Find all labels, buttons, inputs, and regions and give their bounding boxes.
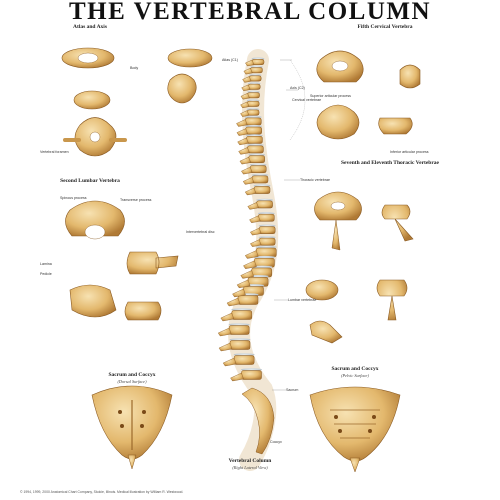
label-thoracic: Thoracic vertebrae bbox=[300, 178, 330, 182]
section-sacrum-pelvic-sub: (Pelvic Surface) bbox=[341, 373, 369, 378]
copyright-footer: © 1994, 1999, 2000 Anatomical Chart Comp… bbox=[20, 490, 184, 494]
label-vertebral-foramen: Vertebral foramen bbox=[40, 150, 69, 154]
atlas-vertebra bbox=[61, 47, 213, 110]
spinous-process bbox=[241, 166, 253, 175]
vertebral-body bbox=[229, 340, 251, 350]
section-thoracic: Seventh and Eleventh Thoracic Vertebrae bbox=[341, 160, 439, 166]
label-axis: Axis (C2) bbox=[290, 86, 305, 90]
label-superior-art: Superior articular process bbox=[310, 94, 351, 98]
vertebral-body bbox=[245, 126, 262, 135]
vertebral-body bbox=[245, 117, 262, 126]
vertebral-body bbox=[237, 295, 259, 305]
intervertebral-disc bbox=[233, 353, 255, 356]
spinous-process bbox=[242, 76, 252, 83]
label-inferior-art: Inferior articular process bbox=[390, 150, 429, 154]
vertebral-body bbox=[233, 355, 255, 365]
vertebral-column bbox=[217, 49, 279, 471]
vertebral-body bbox=[249, 165, 267, 174]
label-lumbar: Lumbar vertebrae bbox=[288, 298, 317, 302]
label-spinous: Spinous process bbox=[60, 196, 87, 200]
spinous-process bbox=[240, 101, 250, 109]
spinous-process bbox=[237, 137, 249, 146]
label-atlas: Atlas (C1) bbox=[222, 58, 238, 62]
spinous-process bbox=[243, 260, 257, 269]
sacrum-pelvic bbox=[309, 386, 401, 473]
spinous-process bbox=[217, 327, 232, 337]
label-cervical: Cervical vertebrae bbox=[292, 98, 322, 102]
spinous-process bbox=[240, 110, 250, 117]
spinous-process bbox=[239, 156, 251, 165]
spinous-process bbox=[230, 372, 244, 382]
intervertebral-disc bbox=[241, 368, 263, 371]
label-body: Body bbox=[130, 66, 139, 70]
axis-vertebra bbox=[63, 117, 127, 157]
vertebral-body bbox=[256, 200, 273, 209]
intervertebral-disc bbox=[231, 308, 253, 311]
spinous-process bbox=[226, 297, 241, 307]
label-sacrum: Sacrum bbox=[286, 388, 299, 392]
vertebral-body bbox=[253, 186, 271, 194]
spinous-process bbox=[241, 84, 251, 92]
second-lumbar-vertebra bbox=[65, 200, 179, 321]
spinous-process bbox=[244, 187, 257, 196]
spinous-process bbox=[250, 239, 262, 247]
label-coccyx: Coccyx bbox=[270, 440, 282, 444]
section-column: Vertebral Column bbox=[228, 458, 272, 464]
spinous-process bbox=[220, 312, 235, 322]
sacrum bbox=[241, 387, 275, 455]
vertebral-body bbox=[241, 370, 262, 380]
spinous-process bbox=[245, 59, 255, 67]
intervertebral-disc bbox=[253, 255, 275, 259]
intervertebral-disc bbox=[255, 245, 277, 249]
vertebral-body bbox=[251, 175, 269, 184]
leader-lines bbox=[272, 59, 306, 391]
thoracic-vertebrae bbox=[305, 191, 414, 344]
spinous-process bbox=[250, 227, 262, 236]
spinous-process bbox=[238, 147, 250, 155]
vertebral-body bbox=[246, 136, 263, 144]
vertebral-body bbox=[247, 145, 264, 154]
vertebral-body bbox=[258, 226, 276, 234]
spinous-process bbox=[232, 288, 246, 298]
section-atlas-axis: Atlas and Axis bbox=[73, 24, 107, 30]
sacrum-dorsal bbox=[91, 385, 173, 470]
vertebral-body bbox=[258, 213, 275, 222]
vertebral-body bbox=[256, 247, 277, 258]
spinous-process bbox=[240, 92, 250, 100]
label-pedicle: Pedicle bbox=[40, 272, 52, 276]
spinous-process bbox=[222, 357, 237, 367]
intervertebral-disc bbox=[228, 323, 250, 326]
label-transverse: Transverse process bbox=[120, 198, 152, 202]
spinous-process bbox=[243, 67, 253, 75]
spinous-process bbox=[249, 215, 261, 223]
page-title: THE VERTEBRAL COLUMN bbox=[68, 0, 432, 25]
intervertebral-disc bbox=[229, 338, 251, 341]
vertebral-body bbox=[228, 325, 250, 335]
label-intervertebral: Intervertebral disc bbox=[186, 230, 215, 234]
spinous-process bbox=[236, 119, 248, 127]
section-sacrum-dorsal: Sacrum and Coccyx bbox=[108, 372, 156, 378]
section-sacrum-pelvic: Sacrum and Coccyx bbox=[331, 366, 379, 372]
spinous-process bbox=[236, 279, 251, 289]
vertebral-body bbox=[258, 237, 276, 246]
section-second-lumbar: Second Lumbar Vertebra bbox=[60, 178, 120, 184]
fifth-cervical-vertebra bbox=[316, 50, 421, 140]
vertebral-body bbox=[248, 155, 265, 164]
section-column-sub: (Right Lateral View) bbox=[232, 465, 268, 470]
section-sacrum-dorsal-sub: (Dorsal Surface) bbox=[117, 379, 147, 384]
section-fifth-cervical: Fifth Cervical Vertebra bbox=[357, 24, 413, 30]
spinous-process bbox=[236, 128, 248, 136]
label-lamina: Lamina bbox=[40, 262, 52, 266]
spinous-process bbox=[218, 342, 233, 352]
spinous-process bbox=[242, 177, 255, 185]
spinous-process bbox=[247, 202, 259, 210]
spinous-process bbox=[244, 250, 259, 259]
spinous-process bbox=[240, 270, 254, 279]
vertebral-body bbox=[231, 310, 253, 320]
